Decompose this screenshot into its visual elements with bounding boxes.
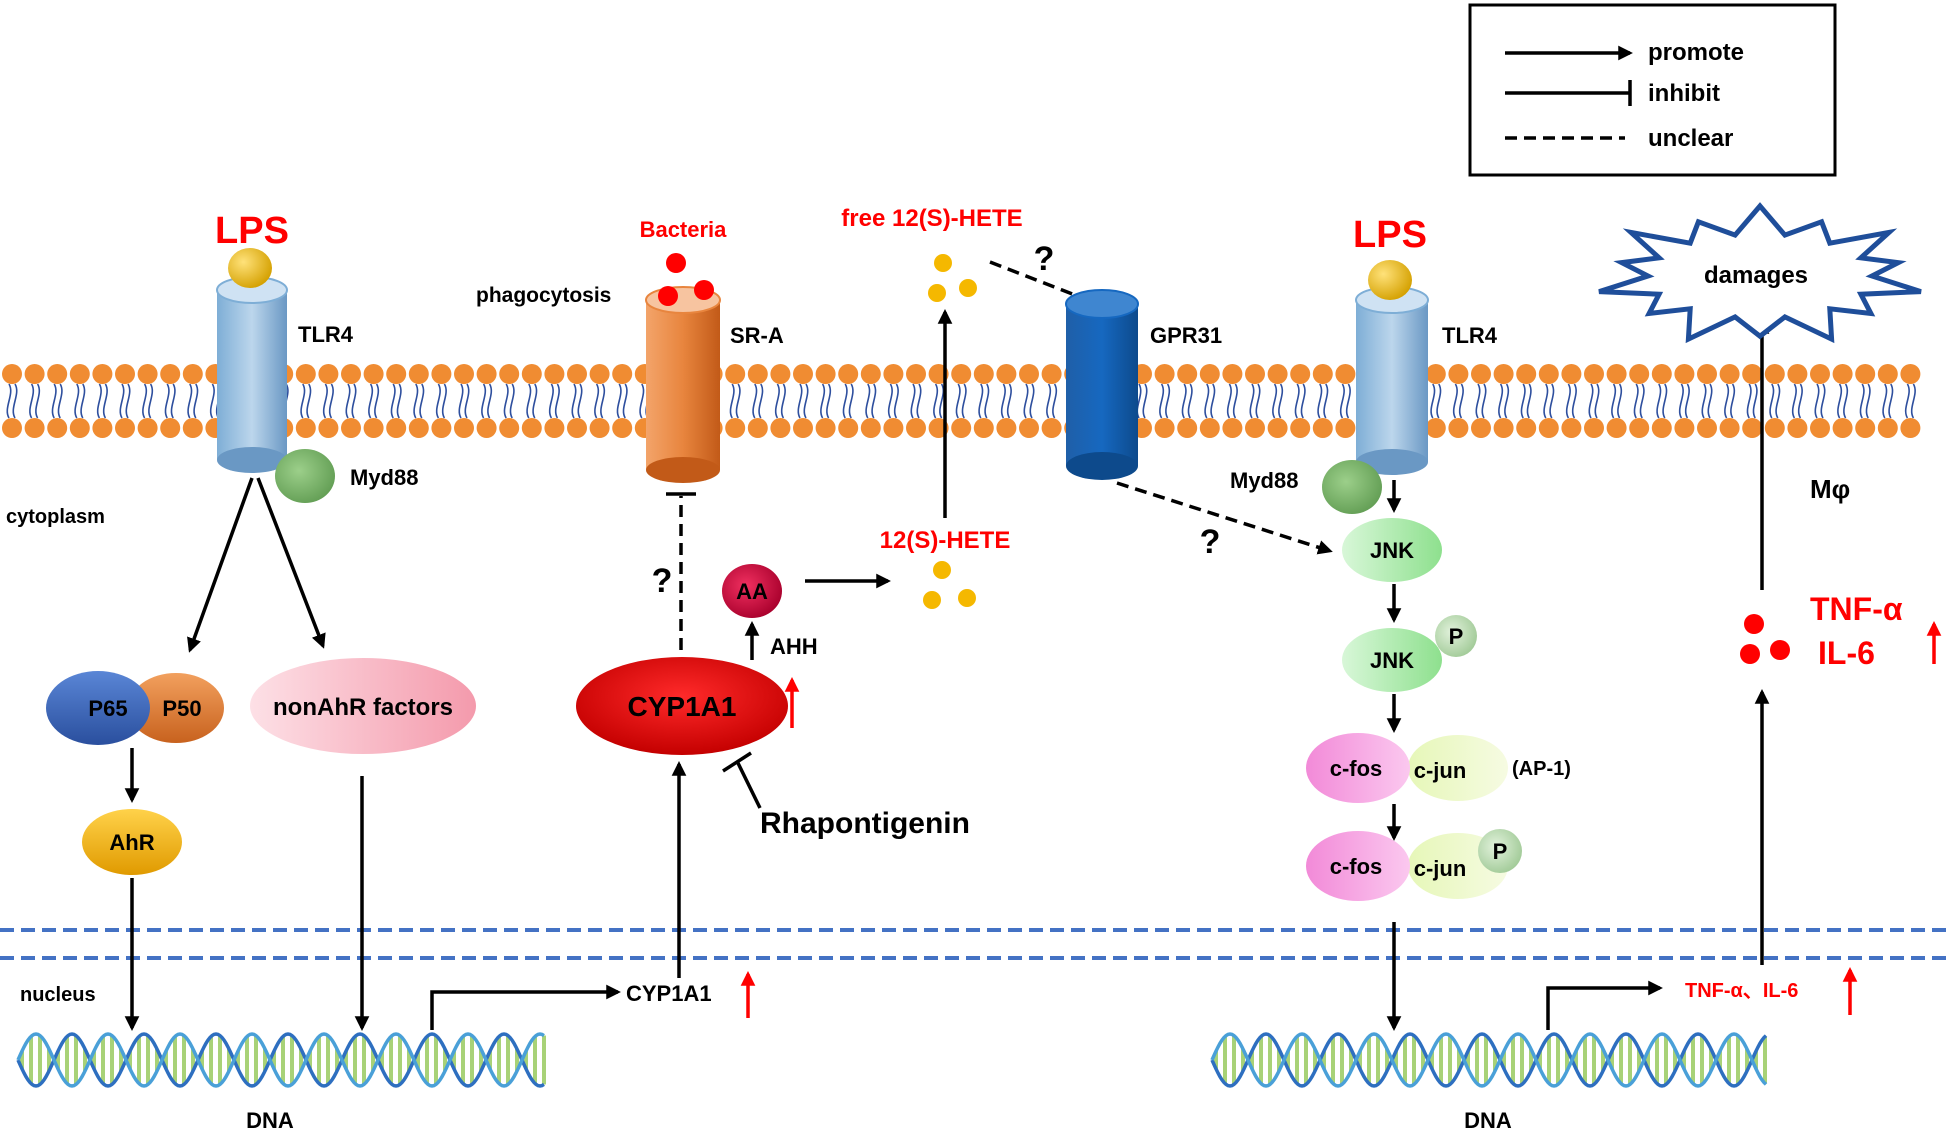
hete-label: 12(S)-HETE — [880, 527, 1011, 554]
sra-receptor — [645, 286, 721, 483]
nonahr-label: nonAhR factors — [273, 694, 453, 721]
arrow-transcription-tnf — [1546, 980, 1663, 1030]
legend-inhibit-label: inhibit — [1648, 80, 1720, 107]
tlr4-label-left: TLR4 — [298, 322, 354, 347]
dna-label-left: DNA — [246, 1108, 294, 1133]
macrophage-label: Mφ — [1810, 474, 1850, 504]
question-mark-2: ? — [1034, 240, 1055, 278]
tlr4-receptor-right — [1355, 286, 1429, 475]
dashed-arrow-gpr31-to-jnk — [1116, 481, 1333, 555]
p65-protein — [46, 671, 150, 745]
legend-inhibit-symbol — [1505, 80, 1632, 106]
cytoplasm-label: cytoplasm — [6, 506, 105, 528]
myd88-left — [275, 449, 335, 503]
p50-protein — [128, 673, 224, 743]
cyp1a1-gene-label: CYP1A1 — [626, 981, 712, 1006]
rhapontigenin-label: Rhapontigenin — [760, 807, 970, 840]
jnk-label: JNK — [1370, 538, 1414, 563]
c-jun-2-label: c-jun — [1414, 856, 1467, 881]
phagocytosis-label: phagocytosis — [476, 284, 611, 307]
lps-ligand-right — [1368, 260, 1412, 300]
myd88-label-left: Myd88 — [350, 465, 418, 490]
phosphate-2 — [1478, 829, 1522, 873]
phosphate-1 — [1435, 615, 1477, 657]
gpr31-label: GPR31 — [1150, 323, 1222, 348]
aa-molecule — [722, 564, 782, 618]
c-jun-1 — [1408, 735, 1508, 801]
c-fos-1 — [1306, 733, 1410, 803]
nucleus-label: nucleus — [20, 984, 96, 1006]
nuclear-envelope — [0, 928, 1946, 960]
phospho-jnk-label: JNK — [1370, 648, 1414, 673]
tlr4-label-right: TLR4 — [1442, 323, 1498, 348]
question-mark-3: ? — [1200, 523, 1221, 561]
inhibit-rhapontigenin — [722, 751, 762, 809]
cell-membrane — [2, 364, 1921, 438]
free-hete-particles — [928, 254, 977, 302]
ap1-label: (AP-1) — [1512, 758, 1571, 780]
tnf-gene-label: TNF-α、IL-6 — [1685, 980, 1798, 1002]
hete-particles — [923, 561, 976, 609]
bacteria-label: Bacteria — [640, 217, 728, 242]
cyp1a1-label: CYP1A1 — [628, 691, 737, 722]
dna-helix-right — [1210, 1032, 1768, 1088]
phospho-jnk-protein — [1342, 628, 1442, 692]
lps-ligand-left — [228, 248, 272, 288]
damages-label: damages — [1704, 262, 1808, 289]
lps-label-left: LPS — [215, 210, 289, 252]
arrow-tlr4-to-nonahr — [256, 477, 326, 649]
cytokine-particles — [1740, 614, 1790, 664]
tnf-alpha-label: TNF-α — [1810, 591, 1903, 627]
gpr31-receptor — [1065, 289, 1139, 480]
cyp1a1-enzyme — [576, 657, 788, 755]
il6-label: IL-6 — [1818, 635, 1875, 671]
legend-box: promote inhibit unclear — [1468, 3, 1837, 177]
inhibit-cyp1a1-to-sra — [666, 492, 696, 650]
aa-label: AA — [736, 579, 768, 604]
c-fos-2 — [1306, 831, 1410, 901]
lps-label-right: LPS — [1353, 214, 1427, 256]
arrow-transcription-cyp1a1 — [430, 984, 621, 1030]
dna-helix-left — [16, 1032, 546, 1088]
jnk-protein — [1342, 518, 1442, 582]
dna-label-right: DNA — [1464, 1108, 1512, 1133]
legend-unclear-label: unclear — [1648, 125, 1733, 152]
question-mark-1: ? — [652, 562, 673, 600]
p50-label: P50 — [162, 696, 201, 721]
phosphate-1-label: P — [1449, 624, 1464, 649]
legend-promote-label: promote — [1648, 39, 1744, 66]
myd88-label-right: Myd88 — [1230, 468, 1298, 493]
free-hete-label: free 12(S)-HETE — [841, 205, 1022, 232]
myd88-right — [1322, 460, 1382, 514]
nonahr-factors — [250, 658, 476, 754]
damages-burst — [1598, 202, 1922, 344]
bacteria-particles — [658, 253, 714, 306]
c-jun-1-label: c-jun — [1414, 758, 1467, 783]
tlr4-receptor-left — [216, 276, 288, 473]
c-fos-1-label: c-fos — [1330, 756, 1383, 781]
arrow-tlr4-to-nfkb — [187, 477, 254, 653]
c-fos-2-label: c-fos — [1330, 854, 1383, 879]
sra-label: SR-A — [730, 323, 784, 348]
ahh-label: AHH — [770, 634, 818, 659]
p65-label: P65 — [88, 696, 127, 721]
phosphate-2-label: P — [1493, 839, 1508, 864]
ahr-label: AhR — [109, 830, 154, 855]
ahr-protein — [82, 809, 182, 875]
